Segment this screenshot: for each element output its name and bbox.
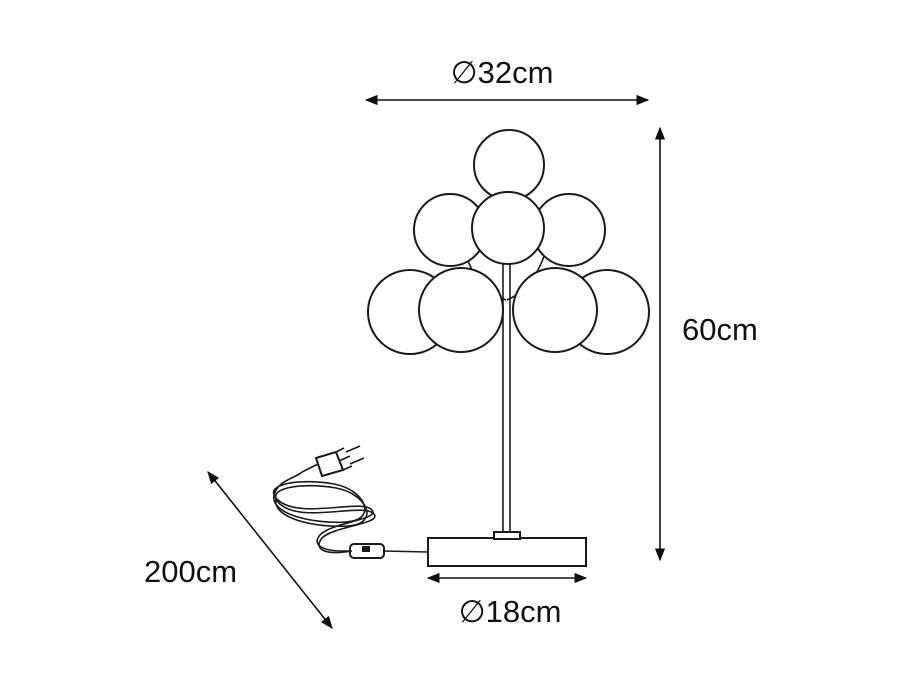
plug-grip bbox=[335, 447, 353, 471]
shade-diameter-dimension: ∅32cm bbox=[364, 55, 650, 106]
switch-button bbox=[362, 546, 370, 552]
plug-lead bbox=[301, 463, 319, 473]
height-dimension: 60cm bbox=[654, 126, 758, 562]
cable-length-label: 200cm bbox=[144, 554, 237, 589]
cable-length-arrow bbox=[207, 470, 333, 630]
plug-pin-top bbox=[345, 445, 361, 453]
coiled-cable-edge bbox=[274, 484, 376, 554]
shade-diameter-label: ∅32cm bbox=[451, 55, 554, 90]
lamp-illustration bbox=[367, 129, 650, 567]
lamp-base-collar bbox=[493, 531, 521, 540]
plug-pin-bottom bbox=[349, 457, 365, 465]
globe-lower-left bbox=[418, 267, 504, 353]
globe-lower-right bbox=[512, 267, 598, 353]
base-diameter-label: ∅18cm bbox=[459, 594, 562, 629]
cord-to-switch bbox=[383, 550, 429, 553]
cable-length-dimension: 200cm bbox=[144, 470, 333, 630]
globe-upper-center bbox=[471, 191, 545, 265]
coiled-cable bbox=[272, 471, 374, 552]
globe-top bbox=[473, 129, 545, 201]
base-diameter-dimension: ∅18cm bbox=[426, 572, 588, 629]
plug-body bbox=[314, 450, 345, 478]
lamp-base bbox=[427, 537, 587, 567]
height-label: 60cm bbox=[682, 312, 758, 347]
power-cord bbox=[272, 445, 429, 559]
